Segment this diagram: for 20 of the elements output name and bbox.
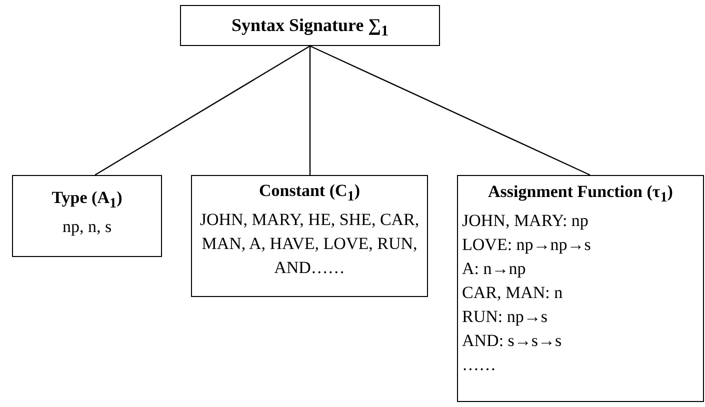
text-box — [180, 5, 440, 46]
body-text: JOHN, MARY: np — [462, 210, 590, 232]
body-text: JOHN, MARY, HE, SHE, CAR, MAN, A, HAVE, LOVE, RUN, AND…… — [198, 209, 420, 280]
text-box — [191, 175, 428, 297]
body-text: A: n→np — [462, 258, 527, 280]
heading: Assignment Function (τ$_{1}$) — [487, 181, 674, 208]
connector-line — [309, 46, 311, 175]
body-text: np, n, s — [61, 216, 113, 238]
body-text: LOVE: np→np→s — [462, 234, 592, 256]
body-text: …… — [462, 354, 497, 376]
connector-line — [310, 45, 590, 176]
text-box — [12, 175, 162, 257]
heading: Syntax Signature ∑$_{1}$ — [230, 14, 390, 42]
heading: Constant (C$_{1}$) — [258, 180, 362, 206]
heading: Type (A$_{1}$) — [50, 187, 124, 214]
body-text: AND: s→s→s — [462, 330, 563, 352]
body-text: CAR, MAN: n — [462, 282, 564, 304]
body-text: RUN: np→s — [462, 306, 548, 328]
connector-line — [94, 45, 310, 176]
text-box — [457, 175, 704, 402]
